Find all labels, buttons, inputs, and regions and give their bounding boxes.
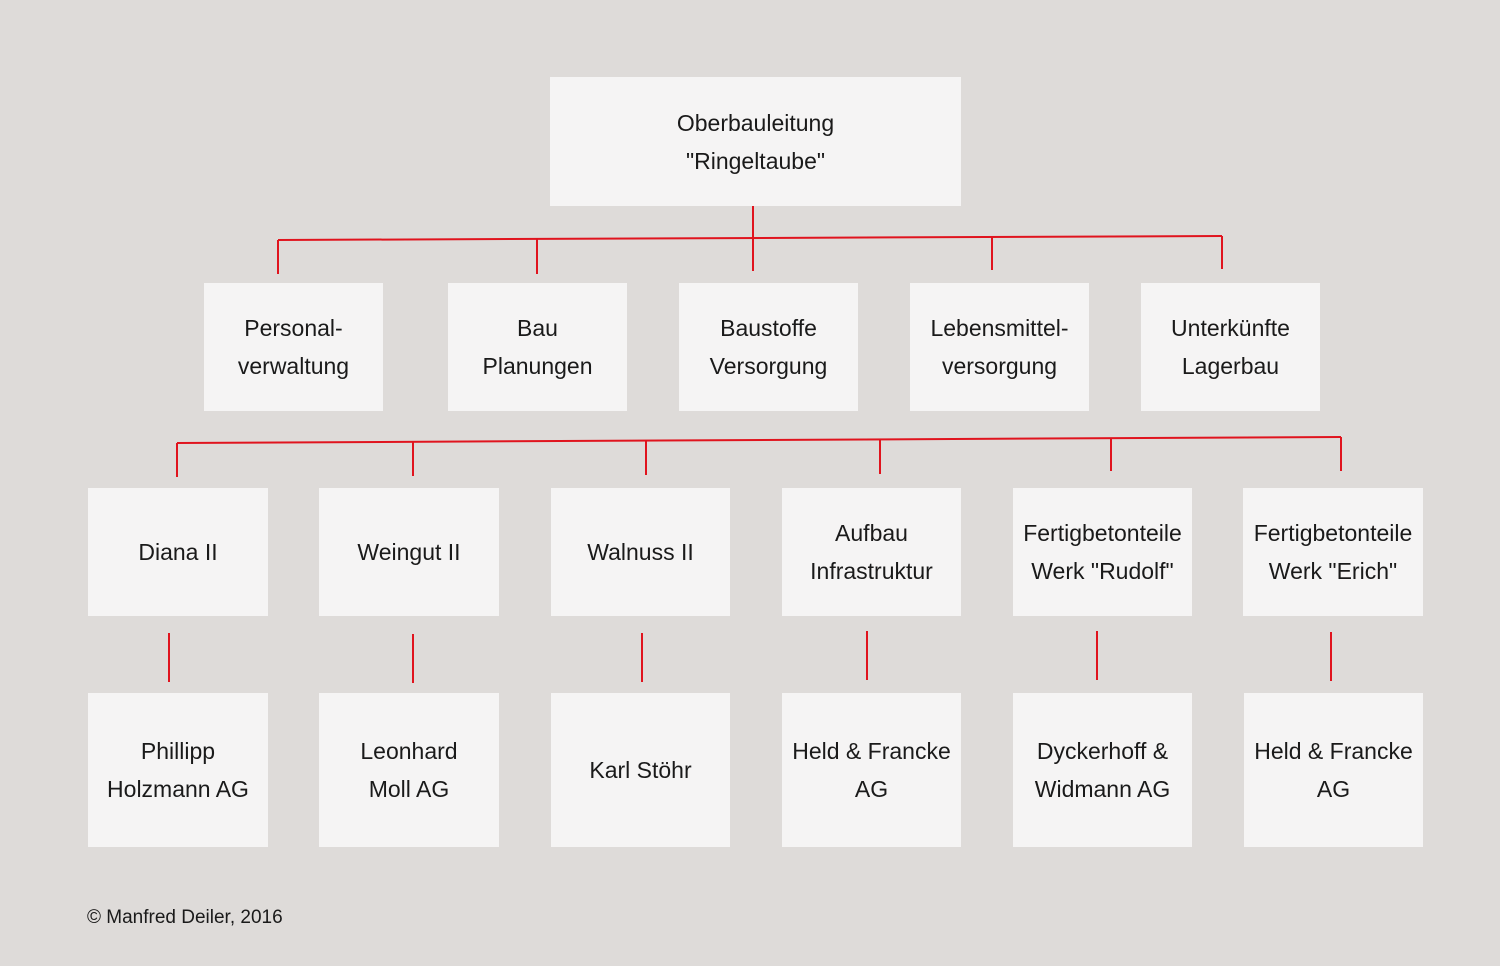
department-label: Personal- verwaltung <box>238 309 349 385</box>
firm-box-stoehr: Karl Stöhr <box>551 693 730 847</box>
site-line1: Walnuss II <box>587 539 694 565</box>
firm-line1: Held & Francke <box>1254 738 1413 764</box>
firm-line2: Moll AG <box>368 776 450 802</box>
department-line1: Bau <box>517 315 558 341</box>
firm-line2: AG <box>1316 776 1351 802</box>
firm-label: Held & Francke AG <box>1254 732 1413 808</box>
firm-box-dyckerhoff-widmann: Dyckerhoff & Widmann AG <box>1013 693 1192 847</box>
site-box-aufbau-infrastruktur: Aufbau Infrastruktur <box>782 488 961 616</box>
firm-label: Phillipp Holzmann AG <box>107 732 249 808</box>
firm-label: Karl Stöhr <box>589 751 691 789</box>
site-box-walnuss: Walnuss II <box>551 488 730 616</box>
site-box-werk-rudolf: Fertigbetonteile Werk "Rudolf" <box>1013 488 1192 616</box>
site-line1: Fertigbetonteile <box>1023 520 1182 546</box>
site-label: Fertigbetonteile Werk "Rudolf" <box>1023 514 1182 590</box>
site-label: Aufbau Infrastruktur <box>810 514 933 590</box>
site-label: Diana II <box>138 533 217 571</box>
department-label: Unterkünfte Lagerbau <box>1171 309 1290 385</box>
department-line2: Versorgung <box>709 353 828 379</box>
site-label: Walnuss II <box>587 533 694 571</box>
firm-line1: Phillipp <box>140 738 216 764</box>
site-line1: Diana II <box>138 539 218 565</box>
site-line1: Weingut II <box>357 539 461 565</box>
site-line2: Infrastruktur <box>810 558 933 584</box>
site-line2: Werk "Rudolf" <box>1031 558 1174 584</box>
department-line1: Personal- <box>244 315 343 341</box>
firm-line2: Holzmann AG <box>107 776 249 802</box>
department-line1: Baustoffe <box>720 315 817 341</box>
site-line2: Werk "Erich" <box>1268 558 1398 584</box>
firm-box-held-francke: Held & Francke AG <box>782 693 961 847</box>
firm-line1: Dyckerhoff & <box>1036 738 1169 764</box>
firm-box-held-francke: Held & Francke AG <box>1244 693 1423 847</box>
department-box-lebensmittelversorgung: Lebensmittel- versorgung <box>910 283 1089 411</box>
firm-line1: Held & Francke <box>792 738 951 764</box>
department-box-personalverwaltung: Personal- verwaltung <box>204 283 383 411</box>
firm-line2: Widmann AG <box>1034 776 1171 802</box>
department-line1: Lebensmittel- <box>930 315 1069 341</box>
site-line1: Aufbau <box>835 520 908 546</box>
firm-box-holzmann: Phillipp Holzmann AG <box>88 693 268 847</box>
department-line2: Lagerbau <box>1181 353 1280 379</box>
department-label: Bau Planungen <box>483 309 593 385</box>
site-box-weingut: Weingut II <box>319 488 499 616</box>
copyright-notice: © Manfred Deiler, 2016 <box>87 907 283 928</box>
firm-line2: AG <box>854 776 889 802</box>
firm-label: Held & Francke AG <box>792 732 951 808</box>
department-box-baustoffe-versorgung: Baustoffe Versorgung <box>679 283 858 411</box>
department-line2: Planungen <box>482 353 593 379</box>
department-box-bau-planungen: Bau Planungen <box>448 283 627 411</box>
department-label: Baustoffe Versorgung <box>710 309 828 385</box>
site-bus-line <box>176 436 1342 444</box>
department-bus-line <box>277 235 1223 241</box>
firm-label: Dyckerhoff & Widmann AG <box>1035 732 1171 808</box>
department-line1: Unterkünfte <box>1171 315 1290 341</box>
site-label: Fertigbetonteile Werk "Erich" <box>1254 514 1413 590</box>
root-node-line1: Oberbauleitung <box>676 109 835 136</box>
site-label: Weingut II <box>357 533 460 571</box>
root-node-line2: "Ringeltaube" <box>685 147 826 174</box>
root-node-box: Oberbauleitung "Ringeltaube" <box>550 77 961 206</box>
firm-box-moll: Leonhard Moll AG <box>319 693 499 847</box>
department-label: Lebensmittel- versorgung <box>930 309 1068 385</box>
firm-label: Leonhard Moll AG <box>360 732 457 808</box>
department-line2: verwaltung <box>237 353 350 379</box>
site-box-diana: Diana II <box>88 488 268 616</box>
department-line2: versorgung <box>941 353 1058 379</box>
site-box-werk-erich: Fertigbetonteile Werk "Erich" <box>1243 488 1423 616</box>
firm-line1: Karl Stöhr <box>589 757 692 783</box>
site-line1: Fertigbetonteile <box>1253 520 1413 546</box>
department-box-unterkuenfte-lagerbau: Unterkünfte Lagerbau <box>1141 283 1320 411</box>
root-node-label: Oberbauleitung "Ringeltaube" <box>677 104 834 180</box>
firm-line1: Leonhard <box>360 738 458 764</box>
